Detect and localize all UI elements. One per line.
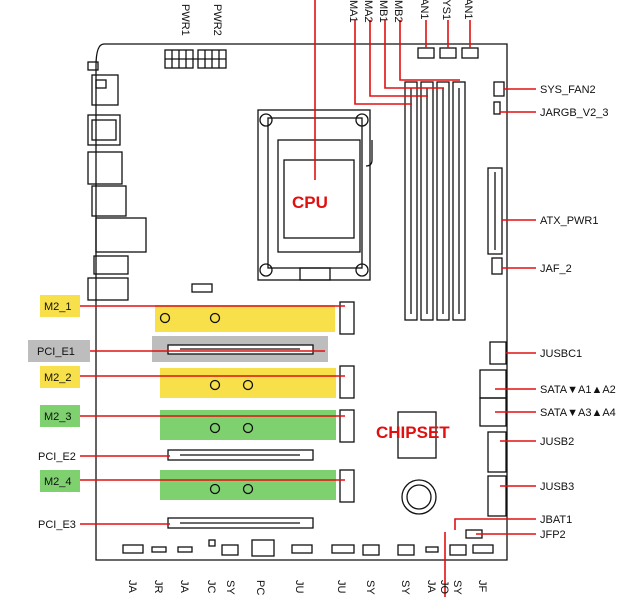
- cpu-power-connectors: [164, 49, 227, 69]
- top-fan-headers: [417, 47, 479, 59]
- m2-slot-4: [160, 469, 355, 503]
- label-m2-1: M2_1: [44, 301, 72, 313]
- top-label-fan2: FAN1: [462, 0, 474, 20]
- label-atx-pwr1: ATX_PWR1: [540, 215, 598, 227]
- label-jusbc1: JUSBC1: [540, 348, 582, 360]
- pci-e1-slot: [152, 336, 328, 362]
- label-pci-e3: PCI_E3: [38, 519, 76, 531]
- top-label-mb1: MB1: [377, 0, 389, 23]
- rear-io: [87, 61, 147, 301]
- m2-slot-3: [160, 409, 355, 443]
- top-label-sys1: SYS1: [440, 0, 452, 20]
- bottom-headers: [122, 539, 494, 557]
- label-jaf2: JAF_2: [540, 263, 572, 275]
- bottom-label-8: JU: [335, 580, 347, 594]
- bottom-label-6: PC: [254, 580, 266, 595]
- top-label-pwr2: PWR2: [211, 4, 223, 36]
- m2-slot-2: [160, 365, 355, 399]
- bottom-label-9: SY: [364, 580, 376, 595]
- top-label-ma2: MA2: [362, 0, 374, 23]
- label-m2-2: M2_2: [44, 372, 72, 384]
- pci-e3-slot: [167, 517, 314, 529]
- dimm-slots: [404, 81, 466, 321]
- label-jusb3: JUSB3: [540, 481, 574, 493]
- bottom-label-11: JA: [425, 580, 437, 594]
- label-jusb2: JUSB2: [540, 436, 574, 448]
- label-m2-3: M2_3: [44, 411, 72, 423]
- top-label-ma1: MA1: [347, 0, 359, 23]
- pci-e2-slot: [167, 449, 314, 461]
- top-label-fan1: FAN1: [418, 0, 430, 20]
- bottom-label-5: SY: [224, 580, 236, 595]
- bottom-label-13: SY: [451, 580, 463, 595]
- label-jargb: JARGB_V2_3: [540, 107, 608, 119]
- label-sata2: SATA▼A3▲A4: [540, 407, 616, 419]
- m2-slot-1: [155, 301, 355, 335]
- chipset: [397, 411, 437, 459]
- label-pci-e2: PCI_E2: [38, 451, 76, 463]
- m2-3-label-box: [40, 405, 80, 427]
- label-jfp2: JFP2: [540, 529, 566, 541]
- top-label-mb2: MB2: [392, 0, 404, 23]
- leader-lines: [80, 0, 536, 597]
- bottom-label-12: JO: [438, 580, 450, 595]
- label-pci-e1: PCI_E1: [37, 346, 75, 358]
- m2-4-label-box: [40, 470, 80, 492]
- right-connectors: [465, 81, 507, 539]
- cpu-label: CPU: [292, 193, 328, 212]
- m2-1-label-box: [40, 295, 80, 317]
- bottom-label-14: JF: [476, 580, 488, 593]
- top-label-pwr1: PWR1: [179, 4, 191, 36]
- bottom-label-4: JC: [205, 580, 217, 594]
- small-header: [191, 283, 213, 293]
- label-m2-4: M2_4: [44, 476, 72, 488]
- label-sys-fan2: SYS_FAN2: [540, 84, 596, 96]
- bottom-label-3: JA: [178, 580, 190, 594]
- label-jbat1: JBAT1: [540, 514, 572, 526]
- chipset-label: CHIPSET: [376, 423, 450, 442]
- pci-e1-label-box: [28, 340, 90, 362]
- bottom-label-2: JR: [152, 580, 164, 594]
- bottom-label-10: SY: [399, 580, 411, 595]
- battery: [401, 479, 437, 515]
- board-outline: [95, 43, 508, 561]
- bottom-label-7: JU: [293, 580, 305, 594]
- bottom-label-1: JA: [126, 580, 138, 594]
- label-sata1: SATA▼A1▲A2: [540, 384, 616, 396]
- m2-2-label-box: [40, 366, 80, 388]
